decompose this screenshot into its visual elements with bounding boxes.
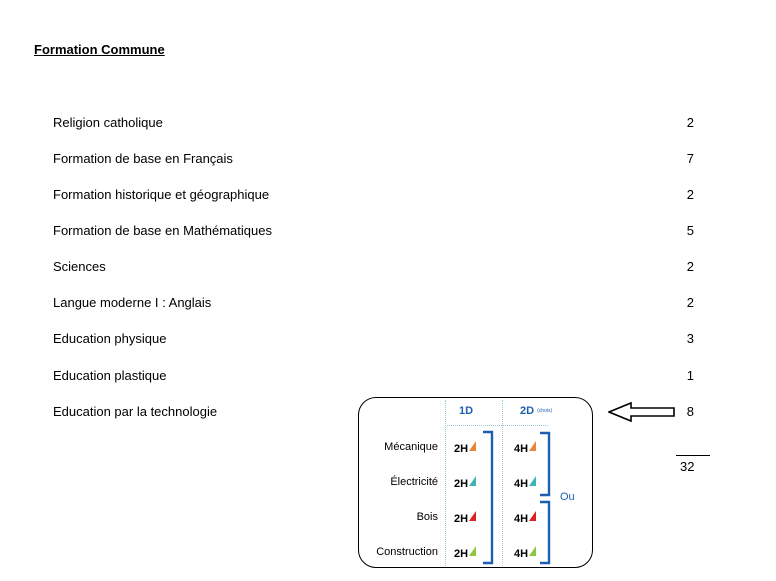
hours-2d: 4H	[514, 441, 537, 455]
subject-name: Langue moderne I : Anglais	[53, 295, 212, 310]
domain-label: Mécanique	[384, 441, 438, 453]
triangle-icon	[469, 546, 477, 556]
subject-row: Formation historique et géographique 2	[53, 187, 694, 205]
hours-2d-value: 4H	[514, 513, 529, 525]
subject-hours: 3	[686, 331, 694, 346]
triangle-icon	[529, 546, 537, 556]
domain-label: Bois	[416, 511, 438, 523]
triangle-icon	[529, 441, 537, 451]
subject-hours: 7	[686, 151, 694, 166]
grid-line	[445, 425, 548, 426]
hours-2d: 4H	[514, 476, 537, 490]
hours-2d-value: 4H	[514, 443, 529, 455]
hours-1d-value: 2H	[454, 478, 469, 490]
hours-1d-value: 2H	[454, 513, 469, 525]
total-hours: 32	[680, 459, 695, 474]
or-label: Ou	[560, 491, 575, 503]
subject-row: Education physique 3	[53, 331, 694, 349]
bracket-2d-lower	[540, 500, 551, 565]
bracket-1d	[483, 430, 494, 565]
domain-label: Construction	[376, 546, 438, 558]
triangle-icon	[469, 511, 477, 521]
left-arrow-icon	[608, 401, 675, 423]
subject-row: Formation de base en Mathématiques 5	[53, 223, 694, 241]
bracket-2d-upper	[540, 431, 551, 497]
subject-hours: 8	[686, 404, 694, 419]
subject-name: Formation de base en Français	[53, 151, 233, 166]
subject-name: Sciences	[53, 259, 106, 274]
hours-1d: 2H	[454, 511, 477, 525]
subject-row: Langue moderne I : Anglais 2	[53, 295, 694, 313]
subject-hours: 2	[686, 187, 694, 202]
subject-name: Religion catholique	[53, 115, 163, 130]
column-header-2d-note: (choix)	[537, 408, 553, 415]
subject-name: Formation historique et géographique	[53, 187, 270, 202]
domain-label: Électricité	[390, 476, 438, 488]
section-heading: Formation Commune	[34, 42, 165, 57]
subject-hours: 2	[686, 115, 694, 130]
subject-hours: 5	[686, 223, 694, 238]
grid-line	[502, 400, 503, 566]
hours-2d: 4H	[514, 511, 537, 525]
subject-row: Religion catholique 2	[53, 115, 694, 133]
subject-hours: 1	[686, 368, 694, 383]
triangle-icon	[469, 476, 477, 486]
hours-2d-value: 4H	[514, 478, 529, 490]
subject-row: Education plastique 1	[53, 368, 694, 386]
hours-1d: 2H	[454, 546, 477, 560]
column-header-2d: 2D (choix)	[520, 405, 552, 417]
hours-1d-value: 2H	[454, 548, 469, 560]
subject-hours: 2	[686, 295, 694, 310]
grid-line	[445, 400, 446, 566]
triangle-icon	[529, 511, 537, 521]
subject-name: Formation de base en Mathématiques	[53, 223, 272, 238]
triangle-icon	[469, 441, 477, 451]
hours-1d: 2H	[454, 441, 477, 455]
subject-hours: 2	[686, 259, 694, 274]
subject-name: Education plastique	[53, 368, 167, 383]
subject-row: Sciences 2	[53, 259, 694, 277]
triangle-icon	[529, 476, 537, 486]
hours-1d-value: 2H	[454, 443, 469, 455]
column-header-2d-label: 2D	[520, 405, 535, 417]
subject-name: Education physique	[53, 331, 167, 346]
hours-2d: 4H	[514, 546, 537, 560]
subject-row: Education par la technologie 8	[53, 404, 694, 422]
hours-1d: 2H	[454, 476, 477, 490]
subject-row: Formation de base en Français 7	[53, 151, 694, 169]
hours-2d-value: 4H	[514, 548, 529, 560]
subject-name: Education par la technologie	[53, 404, 218, 419]
total-divider	[676, 455, 710, 456]
column-header-1d: 1D	[459, 405, 474, 417]
